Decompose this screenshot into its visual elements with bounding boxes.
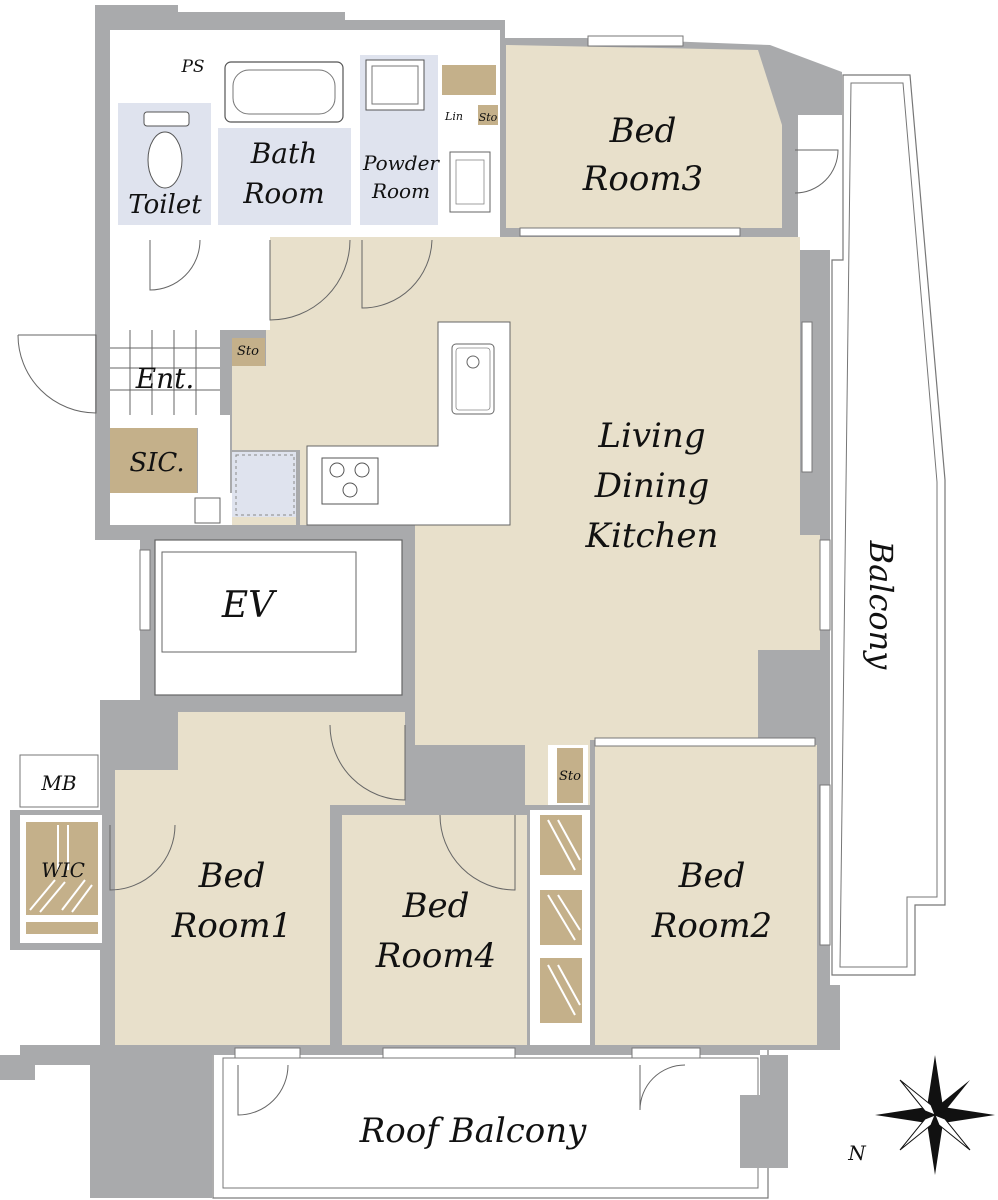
bedroom2-floor: [595, 745, 817, 1045]
entrance-label: Ent.: [135, 362, 195, 395]
powder-label-line2: Room: [371, 179, 430, 203]
sto-top-label: Sto: [479, 111, 498, 124]
balcony-area: [831, 74, 946, 976]
wic-label: WIC: [41, 858, 85, 882]
doors: [17, 149, 839, 1116]
entrance-floor: [110, 330, 220, 415]
bedroom1-label-line2: Room1: [171, 906, 292, 946]
bedroom4-label-line1: Bed: [402, 886, 470, 926]
balcony-label: Balcony: [862, 540, 900, 671]
bath-label-line2: Room: [242, 177, 324, 210]
room-labels: PS Toilet Bath Room Powder Room Lin Sto …: [40, 57, 900, 1151]
mb-label: MB: [40, 771, 76, 795]
bedroom4-label-line2: Room4: [375, 936, 496, 976]
bath-label-line1: Bath: [250, 137, 318, 170]
sto-ent-label: Sto: [237, 344, 259, 359]
lin-label: Lin: [444, 110, 463, 123]
ldk-label-line1: Living: [597, 416, 705, 456]
sic-label: SIC.: [129, 448, 184, 478]
ldk-floor: [232, 237, 820, 805]
roof-balcony-label: Roof Balcony: [359, 1111, 587, 1151]
bath-floor: [218, 128, 351, 225]
bedroom4-floor: [342, 815, 527, 1045]
ps-label: PS: [180, 57, 204, 77]
windows: [139, 35, 831, 1059]
sic-floor: [110, 428, 197, 493]
ldk-label-line3: Kitchen: [585, 516, 719, 556]
interior: [19, 30, 820, 1045]
powder-label-line1: Powder: [362, 151, 440, 175]
bedroom3-label-line2: Room3: [582, 159, 703, 199]
ev-label: EV: [221, 585, 278, 626]
bedroom3-floor: [506, 45, 782, 228]
bedroom1-label-line1: Bed: [198, 856, 266, 896]
bedroom3-label-line1: Bed: [609, 111, 677, 151]
bedroom2-label-line1: Bed: [678, 856, 746, 896]
sto-br2-label: Sto: [559, 769, 581, 784]
compass-north-label: N: [847, 1141, 867, 1165]
toilet-label: Toilet: [128, 190, 202, 220]
compass-icon: N: [847, 1055, 995, 1175]
bedroom1-floor: [115, 712, 405, 1045]
ldk-label-line2: Dining: [594, 466, 710, 506]
bedroom2-label-line2: Room2: [651, 906, 772, 946]
